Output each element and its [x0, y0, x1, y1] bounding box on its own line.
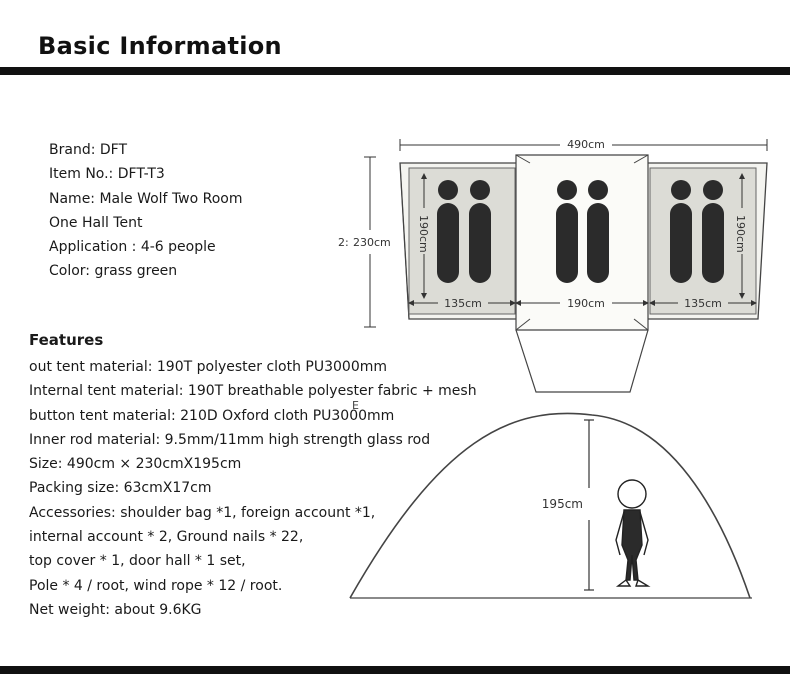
feature-item: Size: 490cm × 230cmX195cm [29, 456, 242, 473]
page-title: Basic Information [38, 32, 282, 60]
feature-item: Packing size: 63cmX17cm [29, 480, 212, 497]
features-list: out tent material: 190T polyester cloth … [29, 355, 477, 622]
height-label: 195cm [542, 497, 583, 511]
feature-item: Accessories: shoulder bag *1, foreign ac… [29, 504, 376, 521]
depth-dimension: 2: 230cm [338, 156, 391, 328]
sleepers [437, 180, 724, 283]
feature-item: Net weight: about 9.6KG [29, 601, 202, 618]
color-line: Color: grass green [49, 263, 178, 280]
features-heading: Features [29, 331, 104, 349]
bottom-divider [0, 666, 790, 674]
feature-item: button tent material: 210D Oxford cloth … [29, 407, 395, 424]
basic-info-list: Brand: DFT Item No.: DFT-T3 Name: Male W… [49, 138, 243, 284]
tent-elevation: 195cm [349, 412, 752, 599]
sleeper-icon [587, 180, 609, 283]
feature-item: Pole * 4 / root, wind rope * 12 / root. [29, 577, 283, 594]
sleeper-icon [437, 180, 459, 283]
room-width-dimensions: 135cm 190cm 135cm [408, 297, 757, 310]
person-figure [615, 479, 651, 587]
depth-prefix: 2: [338, 236, 349, 249]
sleeper-icon [702, 180, 724, 283]
stray-mark: E [352, 399, 359, 412]
sleeper-icon [469, 180, 491, 283]
top-divider [0, 67, 790, 75]
feature-item: out tent material: 190T polyester cloth … [29, 359, 388, 375]
room-length-left-label: 190cm [417, 215, 430, 253]
feature-item: top cover * 1, door hall * 1 set, [29, 553, 246, 570]
name-line-continued: One Hall Tent [49, 214, 143, 231]
application-line: Application : 4-6 people [49, 239, 216, 256]
feature-item: Internal tent material: 190T breathable … [29, 383, 477, 400]
depth-label: 230cm [353, 236, 391, 249]
item-number-line: Item No.: DFT-T3 [49, 166, 165, 183]
left-room [408, 167, 516, 315]
sleeper-icon [670, 180, 692, 283]
width-label: 490cm [567, 138, 605, 151]
width-dimension: 490cm [399, 138, 768, 151]
hall-width-label: 190cm [567, 297, 605, 310]
feature-item: Inner rod material: 9.5mm/11mm high stre… [29, 431, 431, 448]
room-width-right-label: 135cm [684, 297, 722, 310]
name-line: Name: Male Wolf Two Room [49, 190, 243, 207]
brand-line: Brand: DFT [49, 142, 128, 158]
room-length-right-label: 190cm [734, 215, 747, 253]
sleeper-icon [556, 180, 578, 283]
room-width-left-label: 135cm [444, 297, 482, 310]
feature-item: internal account * 2, Ground nails * 22, [29, 529, 304, 546]
room-length-dimensions: 190cm 190cm [417, 173, 747, 299]
